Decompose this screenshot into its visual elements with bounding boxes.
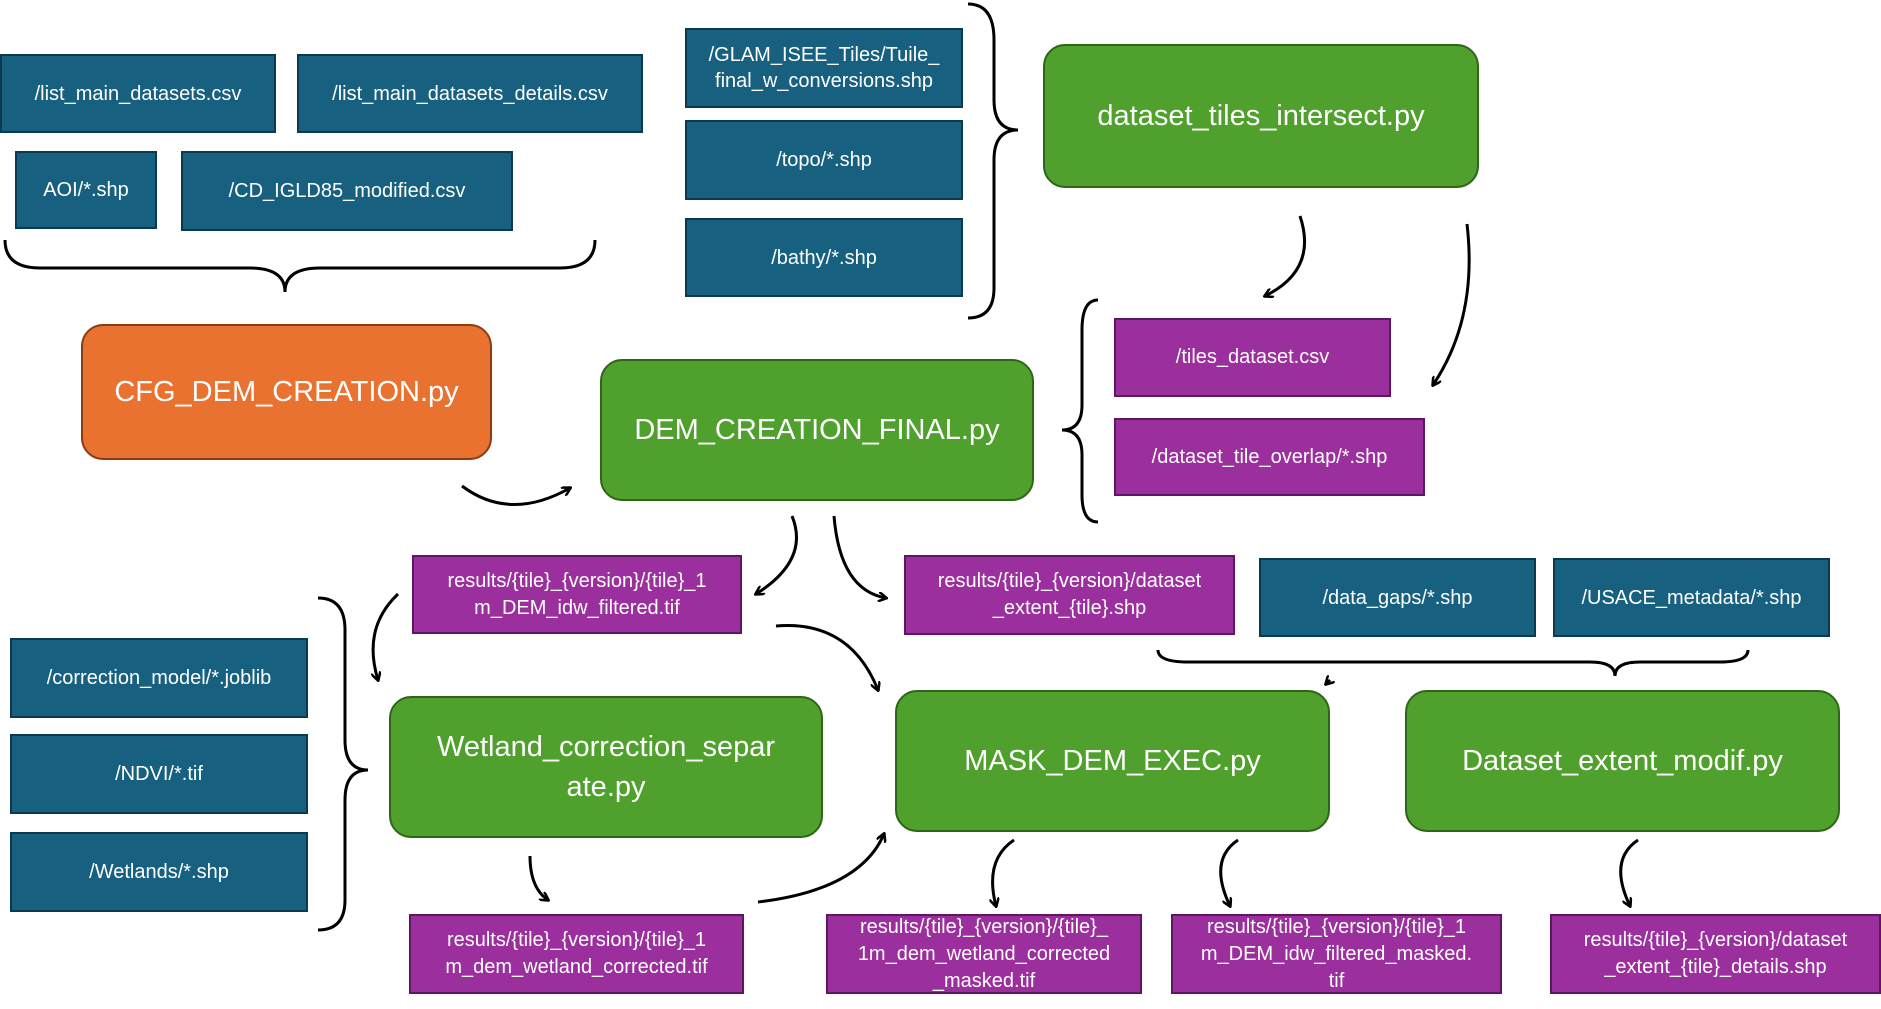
output-wetland-corrected[interactable]: results/{tile}_{version}/{tile}_1 m_dem_… xyxy=(409,914,744,994)
process-dataset-extent-modif[interactable]: Dataset_extent_modif.py xyxy=(1405,690,1840,832)
input-list-main-datasets-details[interactable]: /list_main_datasets_details.csv xyxy=(297,54,643,133)
output-label: results/{tile}_{version}/dataset _extent… xyxy=(1583,929,1848,978)
input-label: /NDVI/*.tif xyxy=(115,763,203,785)
process-label: DEM_CREATION_FINAL.py xyxy=(634,414,1000,446)
output-dataset-extent[interactable]: results/{tile}_{version}/dataset _extent… xyxy=(904,555,1235,635)
input-correction-model[interactable]: /correction_model/*.joblib xyxy=(10,638,308,718)
arrow-intersect-to-overlap xyxy=(1433,223,1471,385)
output-label: results/{tile}_{version}/{tile}_ 1m_dem_… xyxy=(857,915,1111,992)
process-mask-dem-exec[interactable]: MASK_DEM_EXEC.py xyxy=(895,690,1330,832)
output-idw-filtered-masked[interactable]: results/{tile}_{version}/{tile}_1 m_DEM_… xyxy=(1171,914,1502,994)
arrow-brace-to-mask xyxy=(1326,680,1330,684)
arrow-intersect-to-tiles xyxy=(1265,215,1307,296)
input-label: /USACE_metadata/*.shp xyxy=(1581,586,1802,609)
process-wetland-correction[interactable]: Wetland_correction_separ ate.py xyxy=(389,696,823,838)
arrow-idw-to-wetland xyxy=(373,592,400,680)
arrow-wetland-to-out xyxy=(528,855,548,900)
output-dataset-extent-details[interactable]: results/{tile}_{version}/dataset _extent… xyxy=(1550,914,1881,994)
input-label: /correction_model/*.joblib xyxy=(46,667,272,689)
arrow-dem-to-extent xyxy=(832,515,886,598)
input-label: /bathy/*.shp xyxy=(771,246,877,269)
input-label: /GLAM_ISEE_Tiles/Tuile_ final_w_conversi… xyxy=(708,44,940,92)
arrow-mask-to-idwmasked xyxy=(1219,838,1239,906)
input-label: /list_main_datasets_details.csv xyxy=(332,82,608,105)
arrow-dem-to-idw xyxy=(756,515,798,594)
input-label: AOI/*.shp xyxy=(43,179,129,201)
input-cd-igld85[interactable]: /CD_IGLD85_modified.csv xyxy=(181,151,513,231)
brace-intersect-inputs xyxy=(967,2,1019,320)
process-cfg-dem-creation[interactable]: CFG_DEM_CREATION.py xyxy=(81,324,492,460)
output-label: /tiles_dataset.csv xyxy=(1175,346,1330,368)
arrow-extent-to-details xyxy=(1619,838,1639,906)
output-label: results/{tile}_{version}/{tile}_1 m_DEM_… xyxy=(447,569,707,619)
input-usace-metadata[interactable]: /USACE_metadata/*.shp xyxy=(1553,558,1830,637)
output-label: results/{tile}_{version}/{tile}_1 m_dem_… xyxy=(445,929,708,978)
input-label: /CD_IGLD85_modified.csv xyxy=(228,180,466,202)
brace-wetland-inputs xyxy=(317,596,369,932)
input-label: /list_main_datasets.csv xyxy=(34,82,242,105)
output-label: /dataset_tile_overlap/*.shp xyxy=(1151,445,1388,468)
brace-cfg-inputs xyxy=(3,239,597,293)
input-label: /data_gaps/*.shp xyxy=(1322,586,1473,609)
output-wetland-corrected-masked[interactable]: results/{tile}_{version}/{tile}_ 1m_dem_… xyxy=(826,914,1142,994)
output-label: results/{tile}_{version}/dataset _extent… xyxy=(937,570,1202,619)
output-label: results/{tile}_{version}/{tile}_1 m_DEM_… xyxy=(1200,915,1473,992)
output-tiles-dataset[interactable]: /tiles_dataset.csv xyxy=(1114,318,1391,397)
input-label: /Wetlands/*.shp xyxy=(89,861,229,883)
input-bathy[interactable]: /bathy/*.shp xyxy=(685,218,963,297)
input-topo[interactable]: /topo/*.shp xyxy=(685,120,963,200)
process-label: CFG_DEM_CREATION.py xyxy=(114,375,459,408)
input-ndvi[interactable]: /NDVI/*.tif xyxy=(10,734,308,814)
input-glam-tiles[interactable]: /GLAM_ISEE_Tiles/Tuile_ final_w_conversi… xyxy=(685,28,963,108)
brace-mask-inputs xyxy=(1156,649,1750,677)
arrow-mask-to-wetmasked xyxy=(993,838,1015,906)
process-dataset-tiles-intersect[interactable]: dataset_tiles_intersect.py xyxy=(1043,44,1479,188)
input-list-main-datasets[interactable]: /list_main_datasets.csv xyxy=(0,54,276,133)
process-label: Wetland_correction_separ ate.py xyxy=(437,731,775,803)
process-label: Dataset_extent_modif.py xyxy=(1462,745,1783,777)
input-wetlands[interactable]: /Wetlands/*.shp xyxy=(10,832,308,912)
process-dem-creation-final[interactable]: DEM_CREATION_FINAL.py xyxy=(600,359,1034,501)
input-data-gaps[interactable]: /data_gaps/*.shp xyxy=(1259,558,1536,637)
arrow-wetcorr-to-mask xyxy=(757,834,884,904)
output-dataset-tile-overlap[interactable]: /dataset_tile_overlap/*.shp xyxy=(1114,418,1425,496)
input-aoi[interactable]: AOI/*.shp xyxy=(15,151,157,229)
arrow-idw-to-mask xyxy=(775,624,878,690)
arrow-cfg-to-dem xyxy=(461,484,570,506)
input-label: /topo/*.shp xyxy=(776,149,872,171)
process-label: MASK_DEM_EXEC.py xyxy=(964,745,1261,777)
brace-intersect-outputs xyxy=(1061,298,1099,524)
process-label: dataset_tiles_intersect.py xyxy=(1097,100,1425,132)
output-idw-filtered[interactable]: results/{tile}_{version}/{tile}_1 m_DEM_… xyxy=(412,555,742,634)
